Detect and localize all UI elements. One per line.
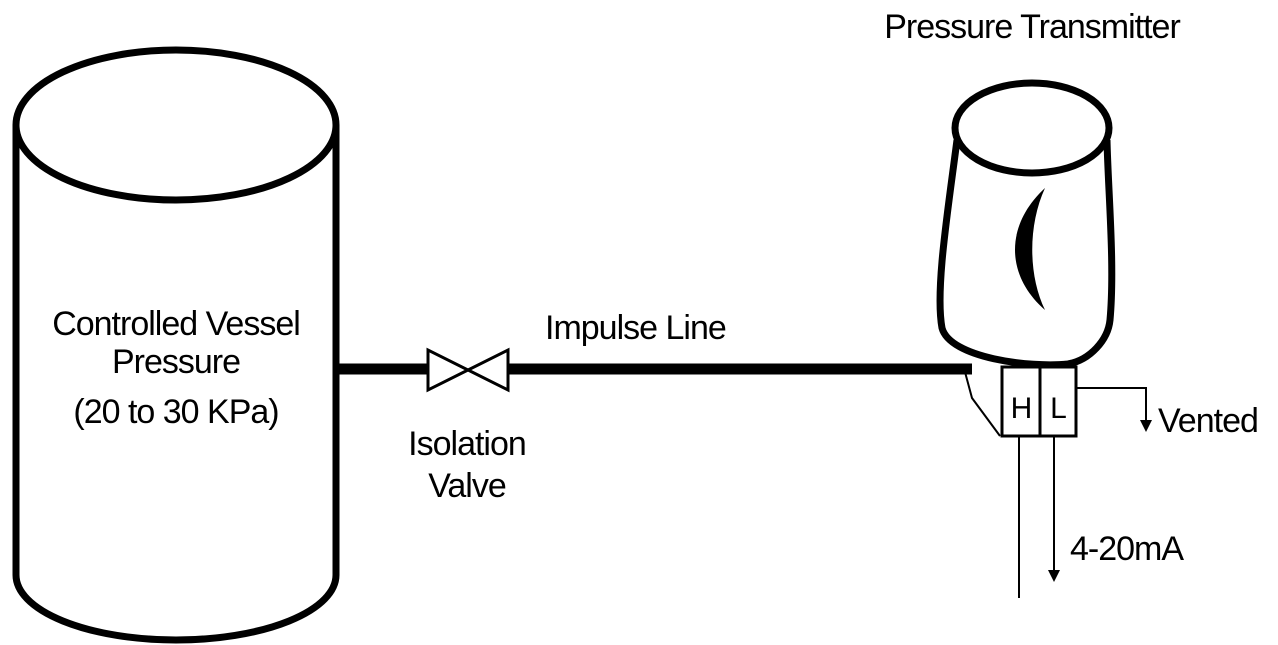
high-port-label: H (1011, 392, 1032, 425)
valve-right-triangle (464, 347, 510, 393)
vent-arrow-icon (1140, 420, 1152, 432)
low-port-box (1038, 365, 1078, 438)
vessel-label-line1: Controlled Vessel (52, 305, 300, 343)
transmitter-top-ellipse (951, 79, 1113, 177)
vessel-label-line2: Pressure (112, 343, 240, 381)
vented-label: Vented (1158, 402, 1258, 440)
controlled-vessel (12, 46, 340, 644)
transmitter-title: Pressure Transmitter (884, 8, 1180, 46)
high-port-box (1000, 365, 1042, 438)
impulse-line-label: Impulse Line (545, 309, 726, 347)
valve-label-line2: Valve (428, 467, 506, 505)
isolation-valve (426, 347, 510, 393)
vessel-top-ellipse (12, 46, 340, 204)
pressure-transmitter (936, 79, 1116, 369)
vessel-bottom-curve (12, 574, 340, 644)
vent-line (1076, 387, 1147, 428)
transmitter-body-outline (936, 139, 1116, 369)
valve-left-triangle (426, 347, 472, 393)
output-signal-label: 4-20mA (1070, 530, 1184, 568)
port-block (1000, 365, 1078, 438)
output-arrow-icon (1048, 570, 1060, 582)
vessel-label-line3: (20 to 30 KPa) (73, 393, 278, 431)
high-port-connector (964, 371, 1001, 437)
valve-label-line1: Isolation (408, 425, 526, 463)
low-port-label: L (1050, 392, 1066, 425)
diaphragm-icon (1015, 188, 1045, 310)
